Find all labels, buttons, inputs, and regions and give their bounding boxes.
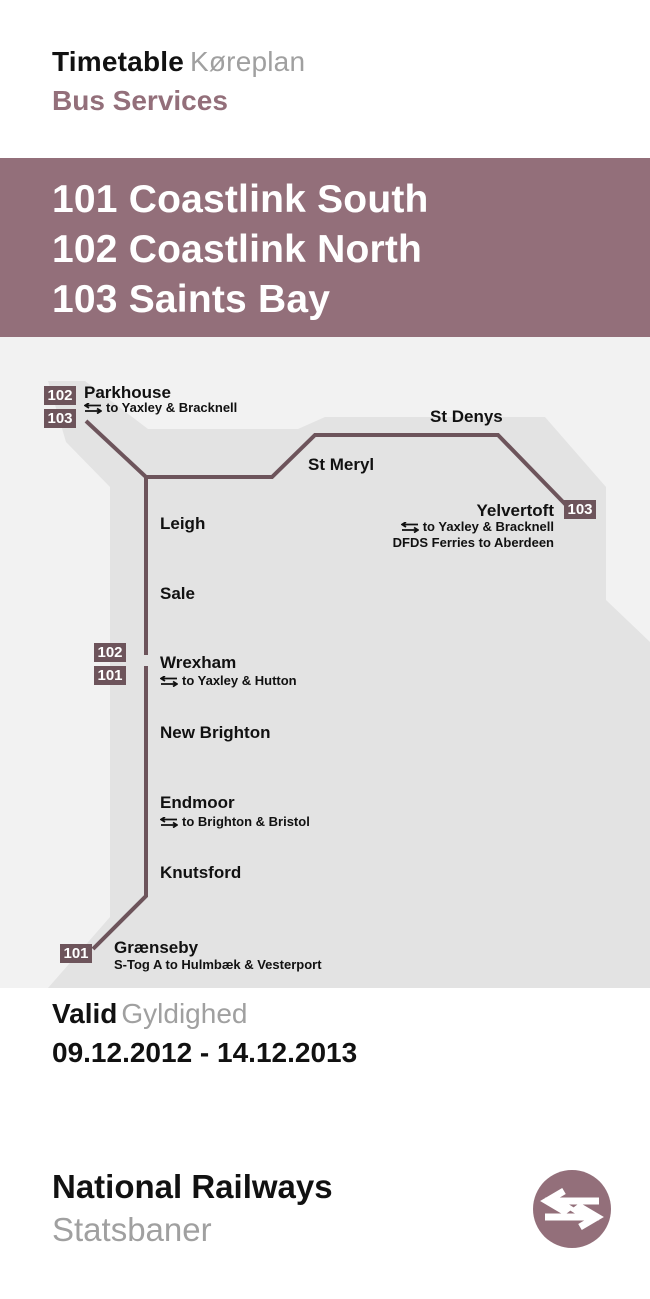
stop-sale: Sale bbox=[160, 584, 195, 603]
stop-graenseby-connection: S-Tog A to Hulmbæk & Vesterport bbox=[114, 957, 322, 972]
route-badge-103: 103 bbox=[44, 409, 76, 428]
rail-icon bbox=[84, 403, 102, 415]
stop-wrexham: Wrexham bbox=[160, 653, 237, 672]
route-line-south bbox=[91, 666, 148, 951]
route-badge-102: 102 bbox=[44, 386, 76, 405]
stop-graenseby: Grænseby bbox=[114, 938, 199, 957]
stop-endmoor-connection: to Brighton & Bristol bbox=[160, 814, 310, 829]
validity-label: Valid bbox=[52, 998, 118, 1029]
stop-yelvertoft-ferry-connection: DFDS Ferries to Aberdeen bbox=[392, 535, 554, 550]
timetable-title-alt: Køreplan bbox=[190, 46, 306, 77]
stop-knutsford: Knutsford bbox=[160, 863, 242, 882]
route-map: 102 103 Parkhouse to Yaxley & Bracknell … bbox=[0, 337, 650, 988]
stop-parkhouse-connection: to Yaxley & Bracknell bbox=[84, 400, 237, 415]
rail-icon bbox=[400, 522, 419, 534]
service-area-zone bbox=[48, 381, 650, 988]
rail-icon bbox=[160, 676, 178, 688]
stop-wrexham-connection: to Yaxley & Hutton bbox=[160, 673, 297, 688]
validity-label-alt: Gyldighed bbox=[121, 998, 248, 1029]
route-badge-101: 101 bbox=[94, 666, 126, 685]
route-badge-101: 101 bbox=[60, 944, 92, 963]
route-line-east bbox=[146, 433, 568, 507]
stop-parkhouse: Parkhouse bbox=[84, 383, 171, 402]
operator-name: National Railways bbox=[52, 1168, 333, 1205]
stop-leigh: Leigh bbox=[160, 514, 206, 533]
route-map-lines bbox=[48, 381, 650, 988]
stop-st-meryl: St Meryl bbox=[308, 455, 375, 474]
route-102: 102 Coastlink North bbox=[52, 228, 423, 271]
stop-new-brighton: New Brighton bbox=[160, 723, 271, 742]
stop-st-denys: St Denys bbox=[430, 407, 503, 426]
national-rail-logo-icon bbox=[533, 1170, 611, 1248]
stop-endmoor: Endmoor bbox=[160, 793, 235, 812]
validity-dates: 09.12.2012 - 14.12.2013 bbox=[52, 1037, 358, 1068]
stop-yelvertoft: Yelvertoft bbox=[476, 501, 554, 520]
timetable-title: Timetable bbox=[52, 46, 184, 77]
operator-name-alt: Statsbaner bbox=[52, 1211, 212, 1248]
stop-yelvertoft-rail-connection: to Yaxley & Bracknell bbox=[400, 519, 554, 534]
service-type: Bus Services bbox=[52, 85, 228, 116]
routes-banner: 101 Coastlink South 102 Coastlink North … bbox=[0, 158, 650, 337]
route-101: 101 Coastlink South bbox=[52, 178, 429, 221]
rail-icon bbox=[160, 817, 178, 829]
route-badge-102: 102 bbox=[94, 643, 126, 662]
route-badge-103: 103 bbox=[564, 500, 596, 519]
route-103: 103 Saints Bay bbox=[52, 278, 331, 321]
